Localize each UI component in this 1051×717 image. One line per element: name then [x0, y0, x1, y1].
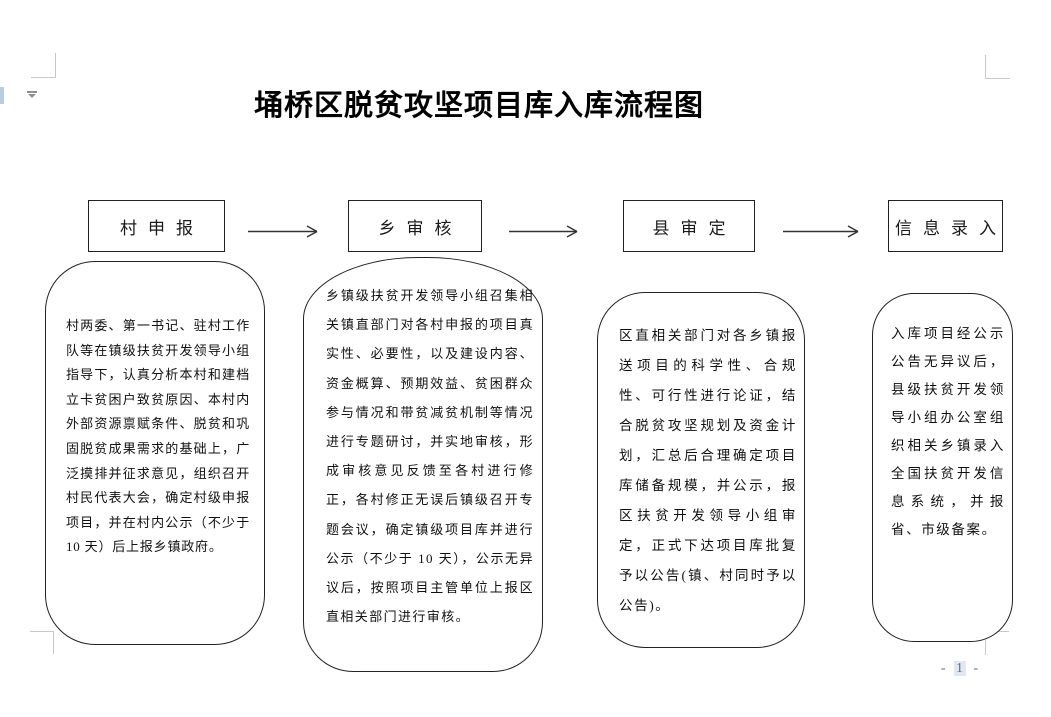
flow-detail-text: 村两委、第一书记、驻村工作队等在镇级扶贫开发领导小组指导下，认真分析本村和建档立… [66, 318, 250, 555]
flow-step-box-village[interactable]: 村申报 [88, 200, 225, 252]
page-number: - 1 - [926, 661, 994, 677]
flow-step-box-township[interactable]: 乡审核 [348, 200, 482, 252]
margin-mark-bottom-left-vertical [53, 631, 54, 654]
outline-collapse-icon[interactable] [27, 91, 37, 98]
margin-mark-bottom-right-vertical [985, 631, 986, 655]
flow-step-label: 县审定 [652, 218, 737, 238]
margin-mark-bottom-left-horizontal [30, 631, 54, 632]
margin-mark-top-left-horizontal [31, 77, 56, 78]
flow-step-box-data-entry[interactable]: 信息录入 [888, 200, 1003, 252]
outline-collapse-icon-triangle [28, 94, 36, 98]
flow-step-label: 村申报 [120, 218, 204, 238]
flow-detail-text: 乡镇级扶贫开发领导小组召集相关镇直部门对各村申报的项目真实性、必要性，以及建设内… [326, 288, 534, 625]
flow-detail-text: 区直相关部门对各乡镇报送项目的科学性、合规性、可行性进行论证，结合脱贫攻坚规划及… [619, 328, 797, 613]
margin-mark-top-left-vertical [55, 53, 56, 78]
flow-step-label: 乡审核 [378, 218, 463, 238]
selection-bar [0, 87, 4, 104]
page-number-dash-left: - [940, 661, 947, 676]
flow-detail-box-township[interactable]: 乡镇级扶贫开发领导小组召集相关镇直部门对各村申报的项目真实性、必要性，以及建设内… [303, 257, 543, 672]
flow-arrow-1[interactable] [248, 223, 319, 240]
margin-mark-top-right-horizontal [985, 78, 1010, 79]
outline-collapse-icon-bar [27, 91, 37, 93]
flow-arrow-2[interactable] [509, 223, 579, 240]
flow-detail-text: 入库项目经公示公告无异议后，县级扶贫开发领导小组办公室组织相关乡镇录入全国扶贫开… [891, 326, 1005, 537]
flow-step-label: 信息录入 [895, 218, 1007, 238]
flow-step-box-county[interactable]: 县审定 [623, 200, 755, 252]
page-number-dash-right: - [973, 661, 980, 676]
flow-detail-box-data-entry[interactable]: 入库项目经公示公告无异议后，县级扶贫开发领导小组办公室组织相关乡镇录入全国扶贫开… [872, 293, 1013, 642]
flow-arrow-3[interactable] [783, 223, 860, 240]
page-title: 埇桥区脱贫攻坚项目库入库流程图 [253, 88, 704, 122]
page-number-value: 1 [954, 661, 966, 676]
flow-detail-box-county[interactable]: 区直相关部门对各乡镇报送项目的科学性、合规性、可行性进行论证，结合脱贫攻坚规划及… [597, 292, 805, 648]
flow-detail-box-village[interactable]: 村两委、第一书记、驻村工作队等在镇级扶贫开发领导小组指导下，认真分析本村和建档立… [45, 261, 265, 645]
margin-mark-top-right-vertical [985, 55, 986, 79]
